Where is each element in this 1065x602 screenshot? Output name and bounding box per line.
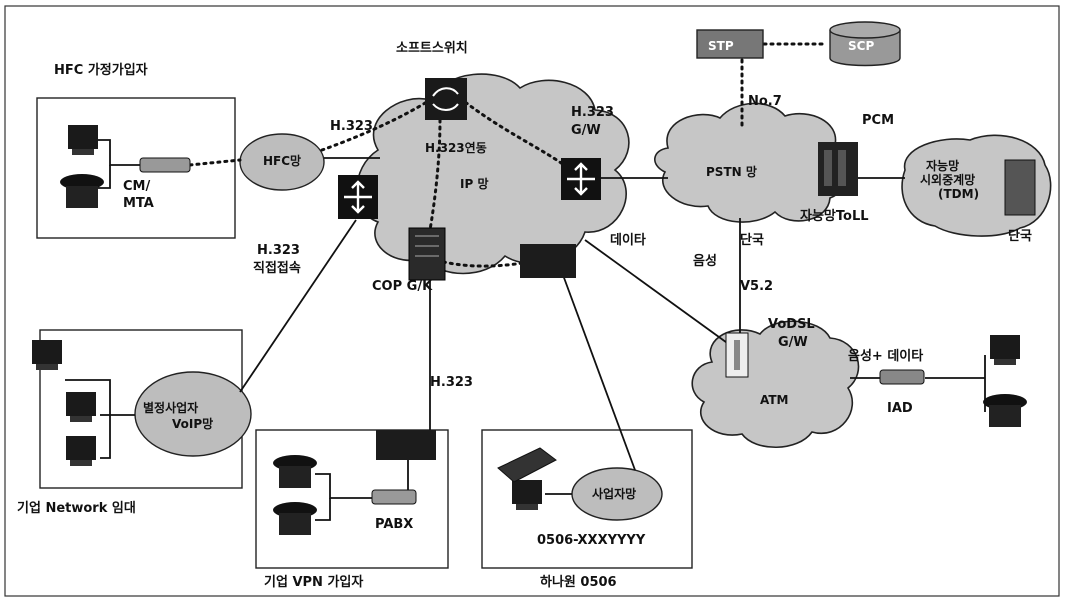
label-pcm: PCM <box>862 113 894 128</box>
wire-ent-pc3 <box>100 415 110 458</box>
label-h323-vpn: H.323 <box>430 375 473 390</box>
hfc-subscriber-box <box>37 98 235 238</box>
toll-switch-icon <box>818 142 858 196</box>
iad-device-icon <box>880 370 924 384</box>
label-enterprise-vpn: 기업 VPN 가입자 <box>264 575 363 590</box>
label-hfc-network: HFC망 <box>263 154 301 168</box>
label-h323-direct-line1: H.323 <box>257 243 300 258</box>
label-tdm-line2: 시외중계망 <box>920 172 975 187</box>
link-ip-to-carrier <box>563 275 635 470</box>
phone-icon-iad <box>983 394 1027 427</box>
label-v52: V5.2 <box>740 279 773 294</box>
label-voice-data: 음성+ 데이타 <box>848 348 923 364</box>
local-exchange-icon <box>1005 160 1035 215</box>
pc-icon-iad <box>990 335 1020 365</box>
pc-icon-ent-1 <box>32 340 62 370</box>
router-icon <box>338 175 378 219</box>
label-h323-gw-line1: H.323 <box>571 105 614 120</box>
label-local-exchange-mid: 단국 <box>740 232 764 248</box>
label-enterprise-network-lease: 기업 Network 임대 <box>17 501 136 516</box>
label-voice: 음성 <box>693 253 717 269</box>
label-vodsl-gw: G/W <box>778 335 808 350</box>
label-hfc-subscriber: HFC 가정가입자 <box>54 62 148 78</box>
label-data: 데이타 <box>610 232 646 248</box>
label-h323-top: H.323 <box>330 119 373 134</box>
wire-vpn-phone2 <box>315 498 330 520</box>
label-pstn-network: PSTN 망 <box>706 165 757 179</box>
label-cm: CM/ <box>123 179 150 194</box>
label-h323-gw-line2: G/W <box>571 123 601 138</box>
label-scp: SCP <box>848 39 874 53</box>
data-server-icon <box>520 244 576 278</box>
label-h323-direct-line2: 직접접속 <box>253 260 301 276</box>
pc-icon-ent-3 <box>66 436 96 466</box>
cm-mta-device-icon <box>140 158 190 172</box>
phone-icon-hfc <box>60 174 104 208</box>
label-hanaro-0506: 하나원 0506 <box>540 574 617 590</box>
label-h323-interwork: H.323연동 <box>425 140 487 155</box>
phone-icon-vpn-2 <box>273 502 317 535</box>
modem-icon-carrier <box>498 448 556 482</box>
label-local-exchange-right: 단국 <box>1008 228 1032 244</box>
label-iad: IAD <box>887 401 913 416</box>
label-vodsl: VoDSL <box>768 317 815 332</box>
label-no7: No.7 <box>748 94 782 109</box>
gatekeeper-server-icon <box>409 228 445 280</box>
label-carrier-network: 사업자망 <box>592 486 636 501</box>
atm-network-cloud <box>692 321 858 447</box>
pc-icon-carrier <box>512 480 542 510</box>
pc-icon-hfc <box>68 125 98 155</box>
label-pabx: PABX <box>375 517 413 532</box>
label-ip-network: IP 망 <box>460 177 488 191</box>
wire-hfc-pc <box>98 140 140 165</box>
pc-icon-ent-2 <box>66 392 96 422</box>
h323-gateway-icon <box>561 158 601 200</box>
phone-icon-vpn-1 <box>273 455 317 488</box>
vodsl-gateway-icon <box>726 333 748 377</box>
wire-vpn-phone1 <box>315 474 372 498</box>
dotted-cm-to-hfc <box>190 160 240 165</box>
label-atm: ATM <box>760 393 788 407</box>
pabx-device-icon <box>372 490 416 504</box>
label-mta: MTA <box>123 196 154 211</box>
label-special-carrier: 별정사업자 <box>143 400 198 415</box>
label-stp: STP <box>708 39 734 53</box>
label-cop-gk: COP G/K <box>372 279 433 294</box>
pabx-server-icon <box>376 430 436 460</box>
softswitch-icon <box>425 78 467 120</box>
label-voip-network: VoIP망 <box>172 417 213 431</box>
label-softswitch: 소프트스위치 <box>396 40 468 56</box>
label-0506-number: 0506-XXXYYYY <box>537 533 646 548</box>
label-tdm-line3: (TDM) <box>938 187 979 201</box>
label-tdm-line1: 자능망 <box>926 158 959 173</box>
label-self-net-toll: 자능망ToLL <box>800 208 869 224</box>
